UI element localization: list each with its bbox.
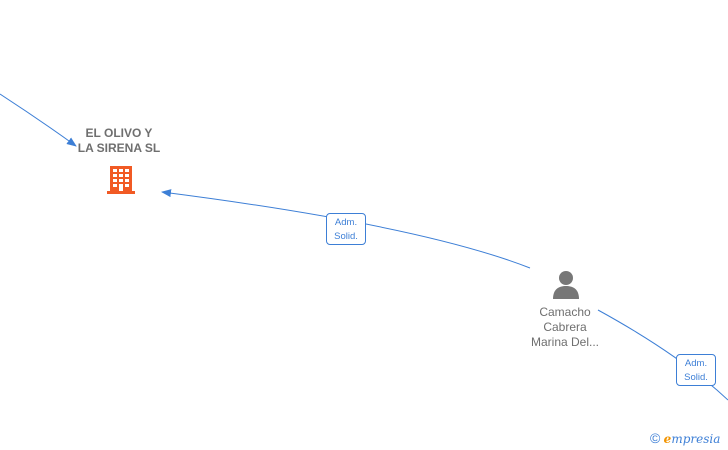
person-name-line3: Marina Del... (530, 335, 600, 349)
company-name-line1: EL OLIVO Y (85, 126, 153, 140)
empresia-watermark: © empresia (650, 430, 720, 446)
edge-role-badge[interactable]: Adm. Solid. (676, 354, 716, 386)
role-line2: Solid. (334, 231, 358, 242)
person-name-line1: Camacho (539, 305, 591, 319)
person-icon[interactable] (551, 269, 581, 299)
role-line2: Solid. (684, 372, 708, 383)
copyright-symbol: © (650, 430, 661, 446)
company-name-line2: LA SIRENA SL (77, 141, 161, 155)
company-node-label[interactable]: EL OLIVO Y LA SIRENA SL (60, 126, 178, 156)
edge-role-badge[interactable]: Adm. Solid. (326, 213, 366, 245)
edge-person-outgoing (597, 309, 728, 401)
edge-person-to-company (161, 189, 531, 269)
person-name-line2: Cabrera (543, 320, 587, 334)
edge-incoming-company (0, 93, 77, 147)
building-icon[interactable] (104, 162, 138, 196)
role-line1: Adm. (334, 217, 358, 228)
person-node-label[interactable]: Camacho Cabrera Marina Del... (520, 305, 610, 350)
role-line1: Adm. (684, 358, 708, 369)
brand-logo: empresia (663, 432, 721, 446)
